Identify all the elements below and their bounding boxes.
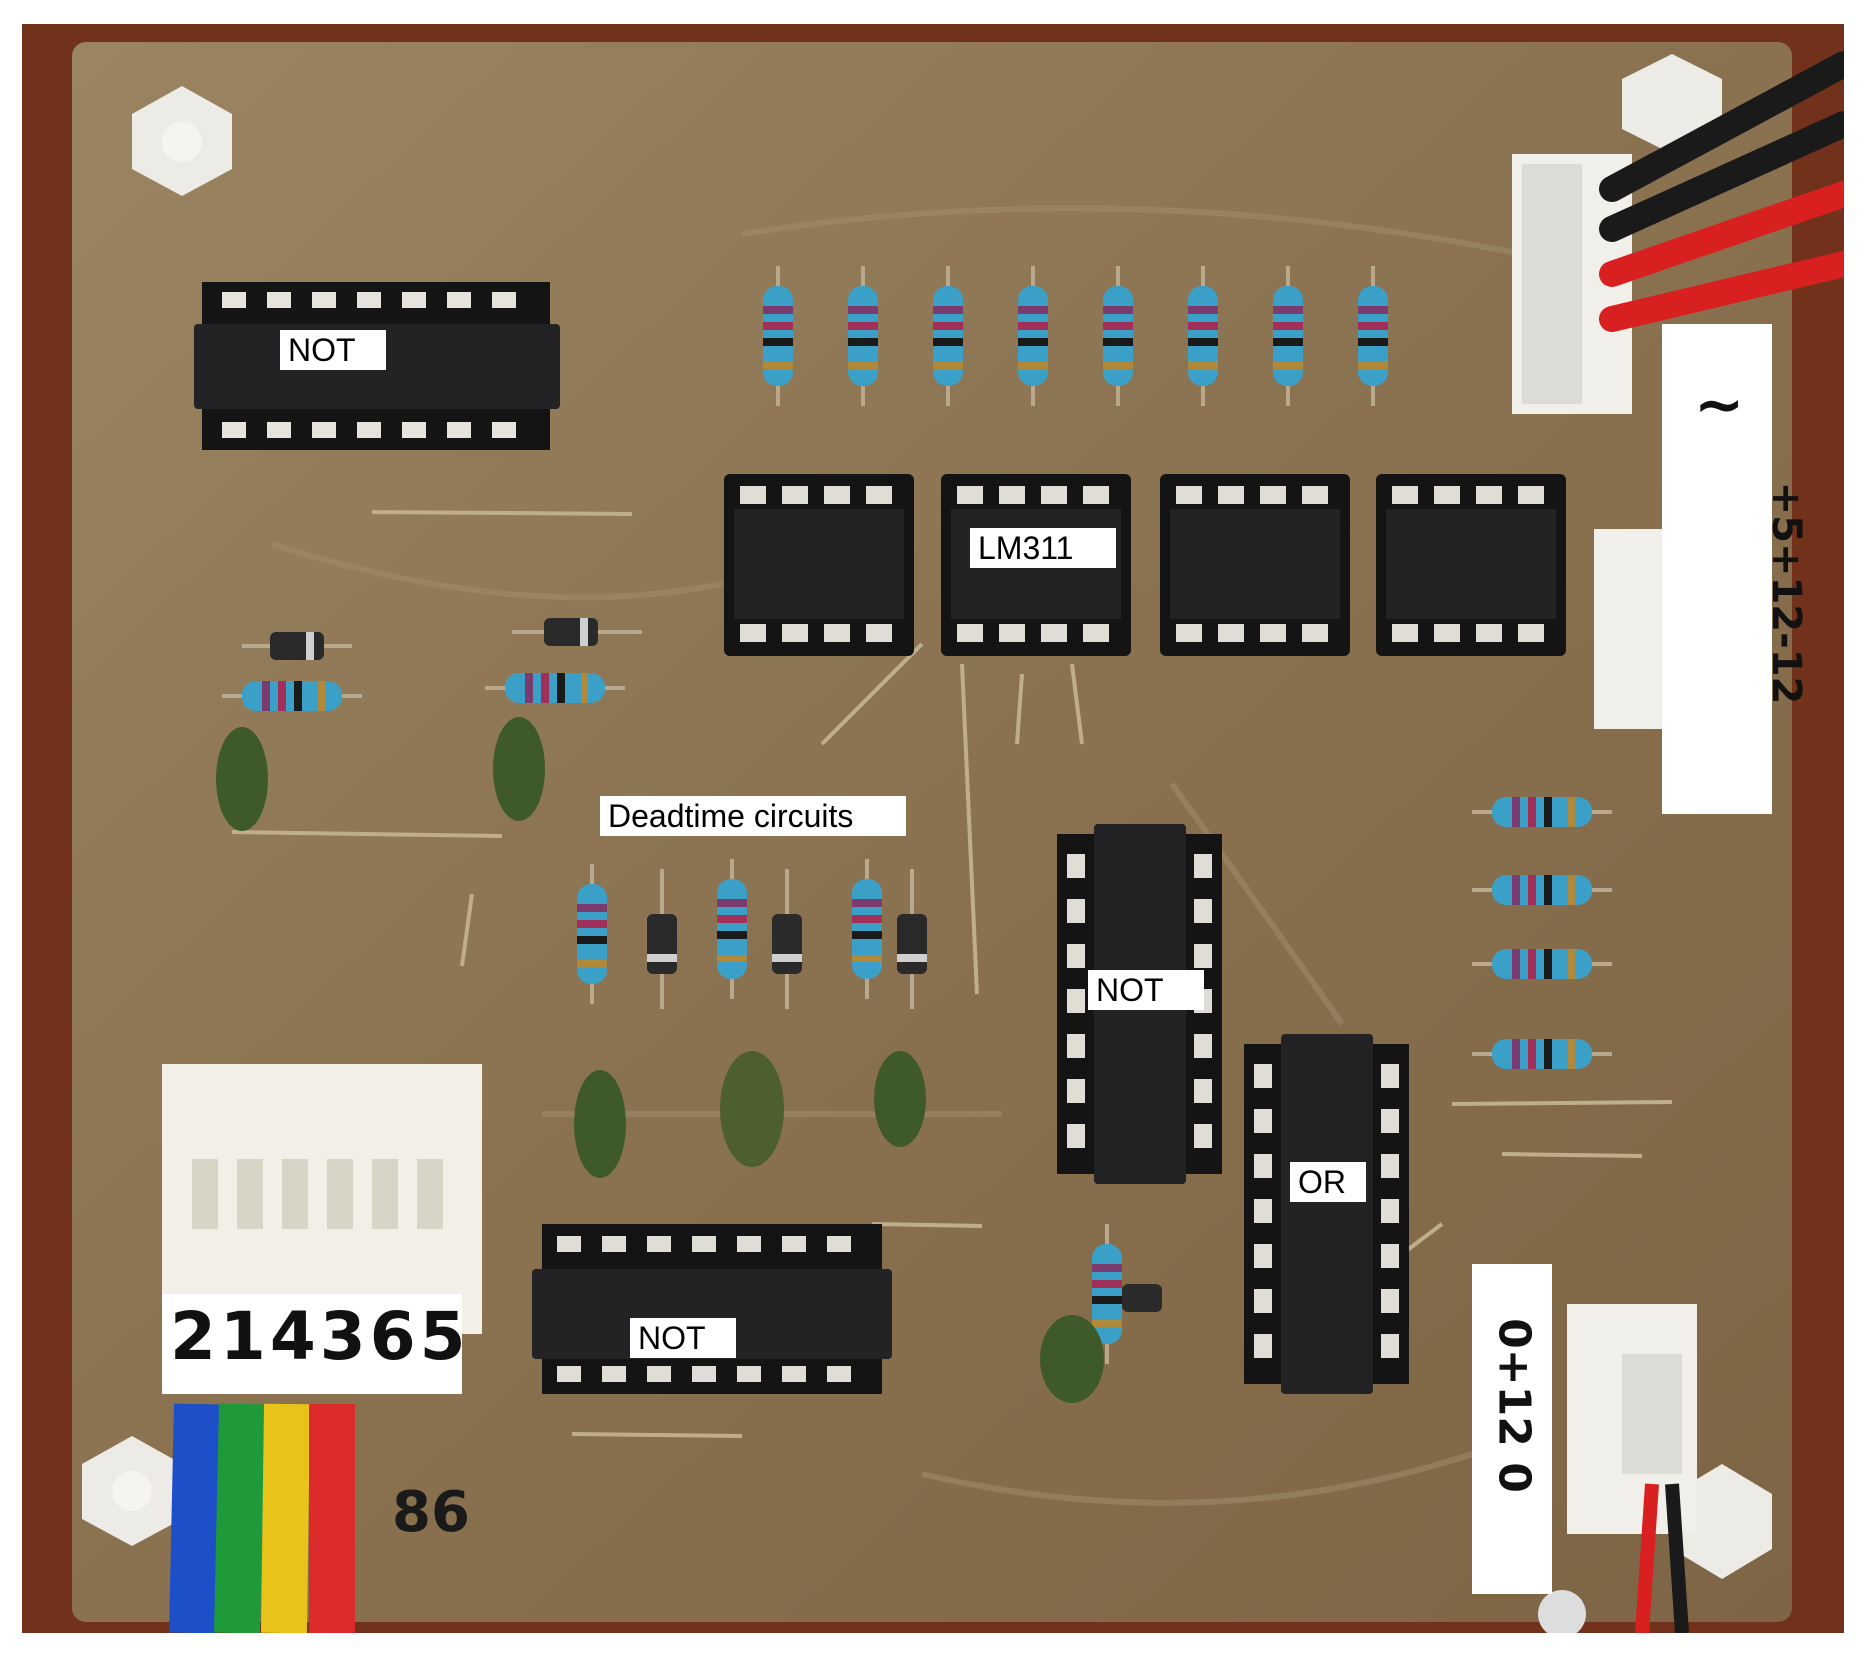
power-label-bottom: 0+12 0	[1488, 1318, 1540, 1493]
label-lm311: LM311	[970, 528, 1116, 568]
label-not-bottom: NOT	[630, 1318, 736, 1358]
tilde-mark: ~	[1694, 370, 1745, 440]
label-deadtime-circuits: Deadtime circuits	[600, 796, 906, 836]
pcb-photo	[22, 24, 1844, 1633]
power-label-top: +5+12-12	[1763, 481, 1809, 705]
connector-pin-order: 214365	[170, 1298, 470, 1375]
label-not-center: NOT	[1088, 970, 1204, 1010]
label-not-top-left: NOT	[280, 330, 386, 370]
board-marker: 86	[392, 1480, 470, 1545]
label-or: OR	[1290, 1162, 1366, 1202]
